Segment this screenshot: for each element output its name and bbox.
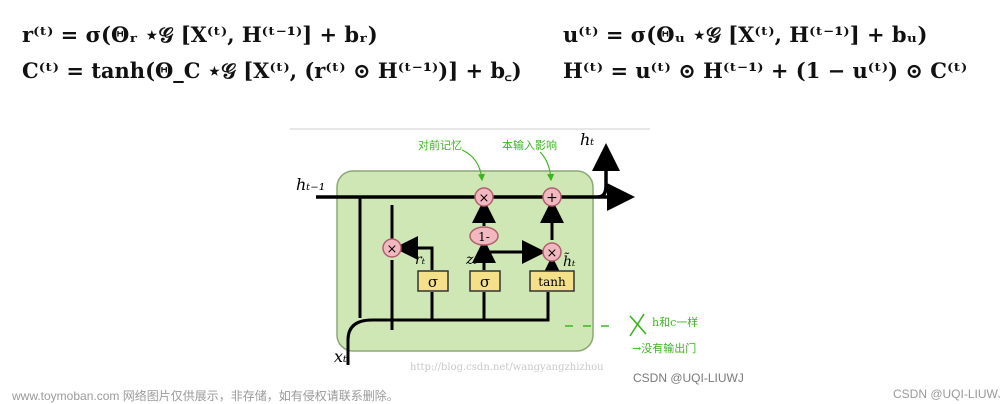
- label-r-t: rₜ: [415, 252, 426, 268]
- equation-candidate: C⁽ᵗ⁾ = tanh(Θ_C ⋆𝒢 [X⁽ᵗ⁾, (r⁽ᵗ⁾ ⊙ H⁽ᵗ⁻¹⁾…: [22, 58, 522, 83]
- url-watermark: http://blog.csdn.net/wangyangzhizhou: [410, 362, 604, 373]
- annotation-same: h和c一样: [652, 315, 698, 329]
- label-x-t: xₜ: [334, 347, 347, 366]
- csdn-watermark-right: CSDN @UQI-LIUWJ: [893, 387, 1000, 401]
- annotation-memory-arrow: [461, 149, 486, 182]
- csdn-watermark-center: CSDN @UQI-LIUWJ: [633, 371, 744, 385]
- svg-text:tanh: tanh: [538, 275, 566, 289]
- annotation-memory: 对前记忆: [418, 138, 462, 152]
- tanh-gate: tanh: [529, 270, 575, 292]
- label-z-t: zₜ: [465, 252, 477, 268]
- annotation-no-gate: →没有输出门: [632, 341, 696, 355]
- multiply-op-1: ×: [474, 187, 494, 207]
- svg-text:×: ×: [387, 242, 398, 257]
- svg-text:+: +: [546, 190, 558, 206]
- svg-text:1-: 1-: [478, 230, 490, 244]
- multiply-op-candidate: ×: [542, 242, 562, 262]
- gru-cell-box: [336, 170, 594, 352]
- svg-text:×: ×: [479, 191, 490, 206]
- add-op: +: [542, 187, 562, 207]
- svg-text:σ: σ: [428, 273, 438, 291]
- x-input-line: [346, 292, 550, 365]
- svg-text:×: ×: [547, 246, 558, 261]
- equation-update-gate: u⁽ᵗ⁾ = σ(Θᵤ ⋆𝒢 [X⁽ᵗ⁾, H⁽ᵗ⁻¹⁾] + bᵤ): [563, 22, 928, 47]
- sigma-reset-gate: σ: [417, 270, 449, 292]
- label-h-prev: hₜ₋₁: [296, 175, 325, 194]
- annotation-input: 本输入影响: [502, 138, 557, 152]
- equation-hidden-state: H⁽ᵗ⁾ = u⁽ᵗ⁾ ⊙ H⁽ᵗ⁻¹⁾ + (1 − u⁽ᵗ⁾) ⊙ C⁽ᵗ⁾: [563, 58, 968, 83]
- sigma-update-gate: σ: [469, 270, 501, 292]
- multiply-op-reset: ×: [382, 238, 402, 258]
- site-watermark: www.toymoban.com 网络图片仅供展示，非存储，如有侵权请联系删除。: [12, 389, 399, 403]
- r-to-mult: [394, 236, 434, 270]
- h-up-branch: [592, 143, 620, 199]
- svg-text:σ: σ: [480, 273, 490, 291]
- one-minus-op: 1-: [469, 226, 499, 246]
- annotation-input-arrow: [539, 151, 555, 182]
- equation-reset-gate: r⁽ᵗ⁾ = σ(Θᵣ ⋆𝒢 [X⁽ᵗ⁾, H⁽ᵗ⁻¹⁾] + bᵣ): [22, 22, 378, 47]
- label-h-t: hₜ: [580, 130, 594, 149]
- annotation-cross: [629, 313, 647, 337]
- label-h-tilde: h̃ₜ: [563, 252, 576, 270]
